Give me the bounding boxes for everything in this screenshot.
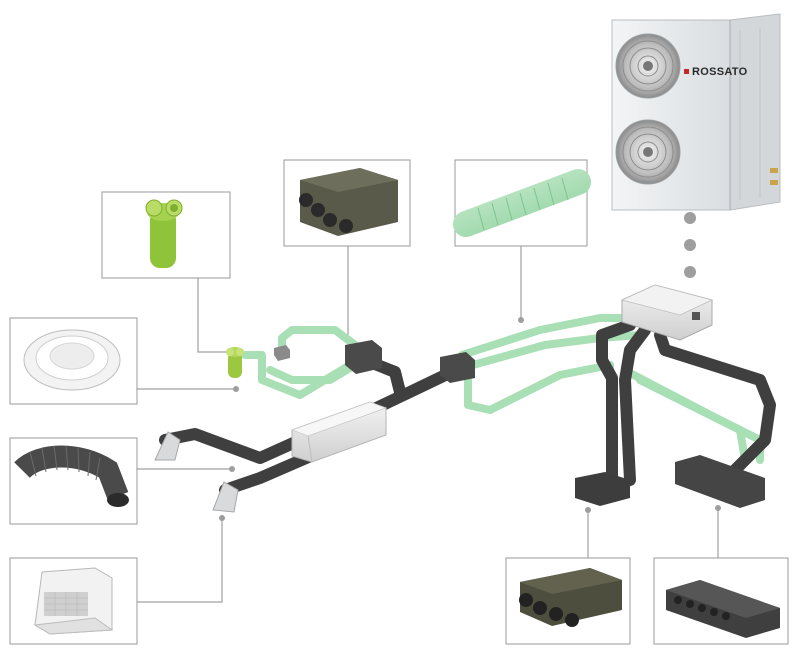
- manifold-icon: [519, 568, 622, 627]
- endpoint-dot: [233, 386, 239, 392]
- duct-network: [159, 314, 776, 496]
- endpoint-dot: [518, 317, 524, 323]
- wall-terminal-icon: [33, 567, 114, 635]
- plenum-box-icon: [299, 168, 398, 236]
- link-dot: [684, 239, 696, 251]
- callout-flat-manifold[interactable]: [653, 557, 789, 645]
- junction-box-center: [440, 352, 475, 383]
- endpoint-dot: [219, 515, 225, 521]
- green-duct: [266, 358, 364, 384]
- manifold-flat: [675, 455, 765, 508]
- endpoint-dot: [229, 466, 235, 472]
- callout-plenum-box[interactable]: [283, 159, 411, 247]
- flexible-duct-icon: [14, 445, 129, 507]
- brand-logo-mark: [684, 69, 689, 74]
- duct-end-terminal: [154, 431, 181, 461]
- fan-icon: [615, 119, 681, 185]
- filter-box-icon: [145, 199, 183, 268]
- junction-boxes: [274, 340, 475, 383]
- outdoor-unit-link-dots: [684, 212, 696, 278]
- fan-icon: [615, 33, 681, 99]
- endpoint-dot: [585, 507, 591, 513]
- endpoint-dot: [715, 505, 721, 511]
- green-duct: [636, 376, 749, 464]
- installed-filter-box: [226, 347, 244, 378]
- dark-duct: [654, 329, 776, 476]
- flat-manifold-icon: [666, 580, 780, 638]
- dark-duct: [219, 446, 326, 496]
- duct-end-terminals: [154, 431, 239, 513]
- manifold-square: [575, 472, 630, 506]
- filter-box-small: [274, 345, 290, 361]
- callout-flexible-duct[interactable]: [9, 437, 138, 525]
- connector-endpoints: [219, 317, 721, 521]
- callout-ceiling-diffuser[interactable]: [9, 317, 138, 405]
- callout-corrugated-pipe[interactable]: [453, 159, 591, 247]
- callout-connectors: [137, 245, 719, 603]
- link-dot: [684, 212, 696, 224]
- duct-end-terminal: [212, 481, 239, 513]
- network-manifolds: [575, 455, 765, 508]
- green-duct: [458, 314, 639, 359]
- ceiling-diffuser-icon: [23, 329, 121, 391]
- green-duct: [464, 361, 614, 414]
- outdoor-unit: ROSSATO: [611, 13, 781, 211]
- callout-air-filter-box[interactable]: [101, 191, 231, 279]
- callout-distribution-manifold[interactable]: [505, 557, 631, 645]
- green-duct: [278, 326, 359, 354]
- dark-duct: [159, 428, 306, 464]
- connector-wall-terminal: [137, 518, 223, 603]
- callout-wall-terminal[interactable]: [9, 557, 138, 645]
- brand-label: ROSSATO: [692, 66, 748, 78]
- heat-recovery-unit: [290, 401, 388, 463]
- corrugated-pipe-icon: [453, 169, 591, 237]
- link-dot: [684, 266, 696, 278]
- junction-box-left: [345, 340, 382, 374]
- dark-duct: [596, 319, 636, 486]
- dark-ducts: [159, 319, 776, 496]
- green-duct: [458, 331, 644, 372]
- connector-filter-box: [197, 278, 232, 353]
- ceiling-manifold: [620, 284, 714, 341]
- dark-duct: [619, 324, 651, 486]
